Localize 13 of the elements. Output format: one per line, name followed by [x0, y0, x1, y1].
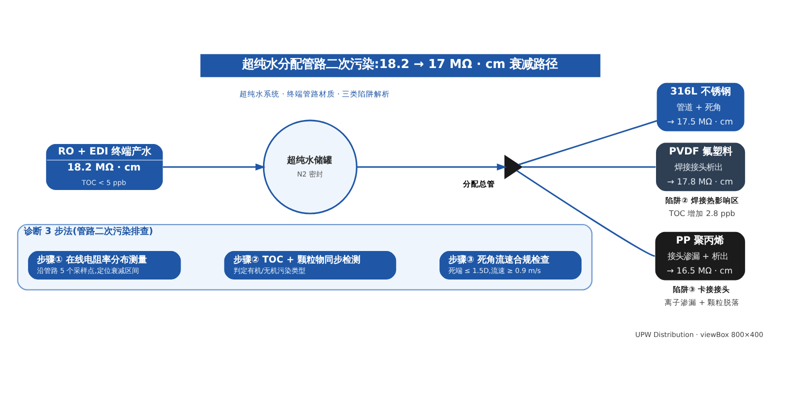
label: 超纯水系统 · 终端管路材质 · 三类陷阱解析 [240, 89, 390, 98]
node-triangle [504, 154, 523, 180]
node-label: 陷阱③ 卡接接头 [672, 285, 730, 294]
node-label: 陷阱② 焊接热影响区 [666, 196, 739, 206]
arrow [162, 163, 266, 170]
node-label: 分配总管 [462, 180, 495, 189]
connector [516, 170, 656, 257]
connector [518, 120, 658, 166]
diagram-title: 超纯水分配管路二次污染:18.2 → 17 MΩ · cm 衰减路径 [242, 56, 558, 71]
node-label: 离子渗漏 + 颗粒脱落 [664, 298, 740, 308]
arrow [357, 163, 507, 170]
node-label: TOC 增加 2.8 ppb [669, 209, 736, 218]
connector [522, 166, 656, 168]
